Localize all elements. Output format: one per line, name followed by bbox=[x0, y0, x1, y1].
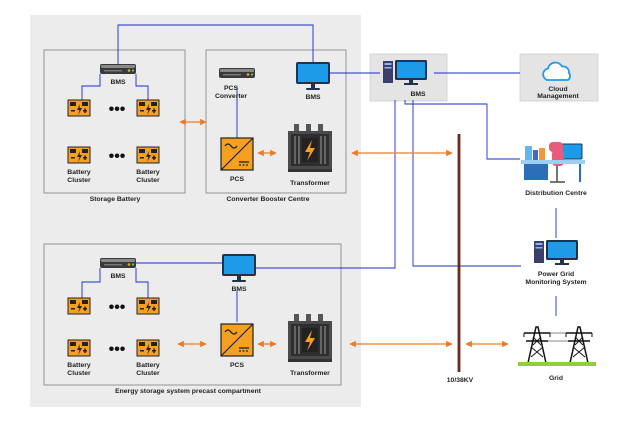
battery-cluster-label: Battery bbox=[67, 362, 91, 369]
bms-device-icon bbox=[219, 68, 255, 78]
battery-cluster-icon bbox=[136, 297, 160, 315]
central-bms-label: BMS bbox=[410, 91, 426, 98]
bms-device-icon bbox=[100, 64, 136, 74]
distribution-centre-label: Distribution Centre bbox=[525, 190, 587, 197]
battery-cluster-label: Cluster bbox=[67, 370, 91, 377]
battery-cluster-label: Cluster bbox=[67, 177, 91, 184]
battery-cluster-label: Battery bbox=[67, 169, 91, 176]
cloud-label: Management bbox=[537, 93, 579, 100]
battery-cluster-label: Battery bbox=[136, 362, 160, 369]
compartment-monitor-bms-label: BMS bbox=[231, 286, 247, 293]
pcs-label: PCS bbox=[230, 362, 244, 369]
battery-cluster-icon bbox=[67, 297, 91, 315]
transformer-icon bbox=[287, 313, 333, 363]
workstation-icon bbox=[534, 240, 578, 265]
transformer-icon bbox=[287, 123, 333, 173]
battery-cluster-icon bbox=[136, 146, 160, 164]
energy-compartment-box bbox=[43, 243, 342, 386]
monitoring-label: Power Grid bbox=[538, 271, 574, 278]
monitoring-label: Monitoring System bbox=[525, 279, 586, 286]
battery-cluster-icon bbox=[136, 339, 160, 357]
ellipsis: ••• bbox=[109, 101, 126, 118]
battery-cluster-icon bbox=[136, 99, 160, 117]
pcs-converter-label: Converter bbox=[215, 93, 247, 100]
battery-cluster-label: Battery bbox=[136, 169, 160, 176]
power-tower-icon bbox=[518, 326, 596, 366]
grid-label: Grid bbox=[549, 375, 563, 382]
bms-device-icon bbox=[100, 258, 136, 268]
cloud-label: Cloud bbox=[548, 86, 567, 93]
office-desk-icon bbox=[521, 142, 585, 183]
battery-cluster-label: Cluster bbox=[136, 370, 160, 377]
power-flow-arrows bbox=[177, 118, 509, 348]
pcs-inverter-icon bbox=[220, 137, 254, 171]
pcs-converter-label: PCS bbox=[224, 85, 238, 92]
ellipsis: ••• bbox=[109, 299, 126, 316]
pcs-inverter-icon bbox=[220, 323, 254, 357]
ellipsis: ••• bbox=[109, 148, 126, 165]
converter-booster-title: Converter Booster Centre bbox=[226, 196, 309, 203]
voltage-label: 10/38KV bbox=[447, 377, 474, 384]
battery-cluster-label: Cluster bbox=[136, 177, 160, 184]
transformer-label: Transformer bbox=[290, 180, 330, 187]
battery-cluster-icon bbox=[67, 339, 91, 357]
cloud-icon bbox=[542, 61, 571, 81]
compartment-title: Energy storage system precast compartmen… bbox=[115, 388, 262, 395]
pcs-label: PCS bbox=[230, 176, 244, 183]
storage-bms-label: BMS bbox=[110, 79, 126, 86]
compartment-bms-label: BMS bbox=[110, 273, 126, 280]
transformer-label: Transformer bbox=[290, 370, 330, 377]
battery-cluster-icon bbox=[67, 99, 91, 117]
storage-battery-title: Storage Battery bbox=[90, 196, 141, 203]
ellipsis: ••• bbox=[109, 341, 126, 358]
converter-bms-label: BMS bbox=[305, 94, 321, 101]
battery-cluster-icon bbox=[67, 146, 91, 164]
